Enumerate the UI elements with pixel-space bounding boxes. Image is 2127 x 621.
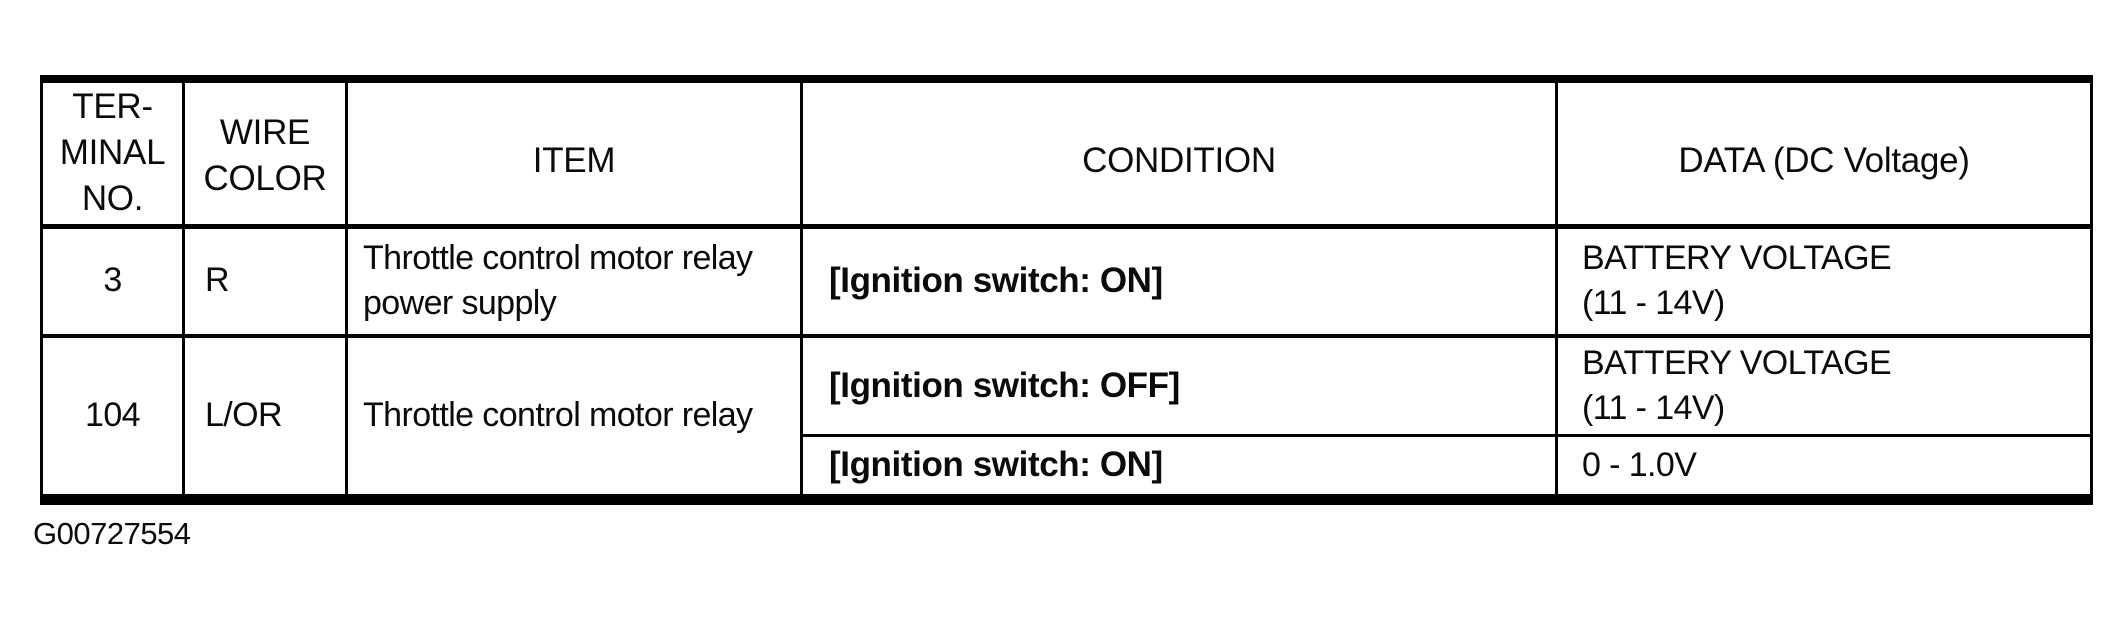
header-condition: CONDITION <box>800 77 1558 229</box>
header-data-dc-voltage: DATA (DC Voltage) <box>1555 77 2093 229</box>
header-terminal-no: TER- MINAL NO. <box>40 77 185 229</box>
figure-id-caption: G00727554 <box>33 516 191 551</box>
terminal-spec-table: TER- MINAL NO. WIRE COLOR ITEM CONDITION… <box>40 75 2093 505</box>
cell-data-value: 0 - 1.0V <box>1555 434 2093 501</box>
cell-data-value: BATTERY VOLTAGE (11 - 14V) <box>1555 224 2093 338</box>
header-wire-color: WIRE COLOR <box>182 77 348 229</box>
table-row-terminal-104: 104 L/OR Throttle control motor relay [I… <box>40 334 2093 501</box>
table-header-row: TER- MINAL NO. WIRE COLOR ITEM CONDITION… <box>40 77 2093 229</box>
table-subrow-terminal-104: [Ignition switch: ON] 0 - 1.0V <box>42 434 2093 501</box>
cell-data-value: BATTERY VOLTAGE (11 - 14V) <box>1555 334 2093 438</box>
table-row-terminal-3: 3 R Throttle control motor relay power s… <box>40 224 2093 338</box>
cell-wire-color: R <box>182 224 348 338</box>
header-item: ITEM <box>345 77 803 229</box>
cell-item: Throttle control motor relay <box>345 334 803 501</box>
cell-item: Throttle control motor relay power suppl… <box>345 224 803 338</box>
cell-terminal-no: 3 <box>40 224 185 338</box>
cell-condition: [Ignition switch: OFF] <box>800 334 1558 438</box>
cell-terminal-no: 104 <box>40 334 185 501</box>
cell-condition: [Ignition switch: ON] <box>800 434 1558 501</box>
cell-condition: [Ignition switch: ON] <box>800 224 1558 338</box>
cell-wire-color: L/OR <box>182 334 348 501</box>
